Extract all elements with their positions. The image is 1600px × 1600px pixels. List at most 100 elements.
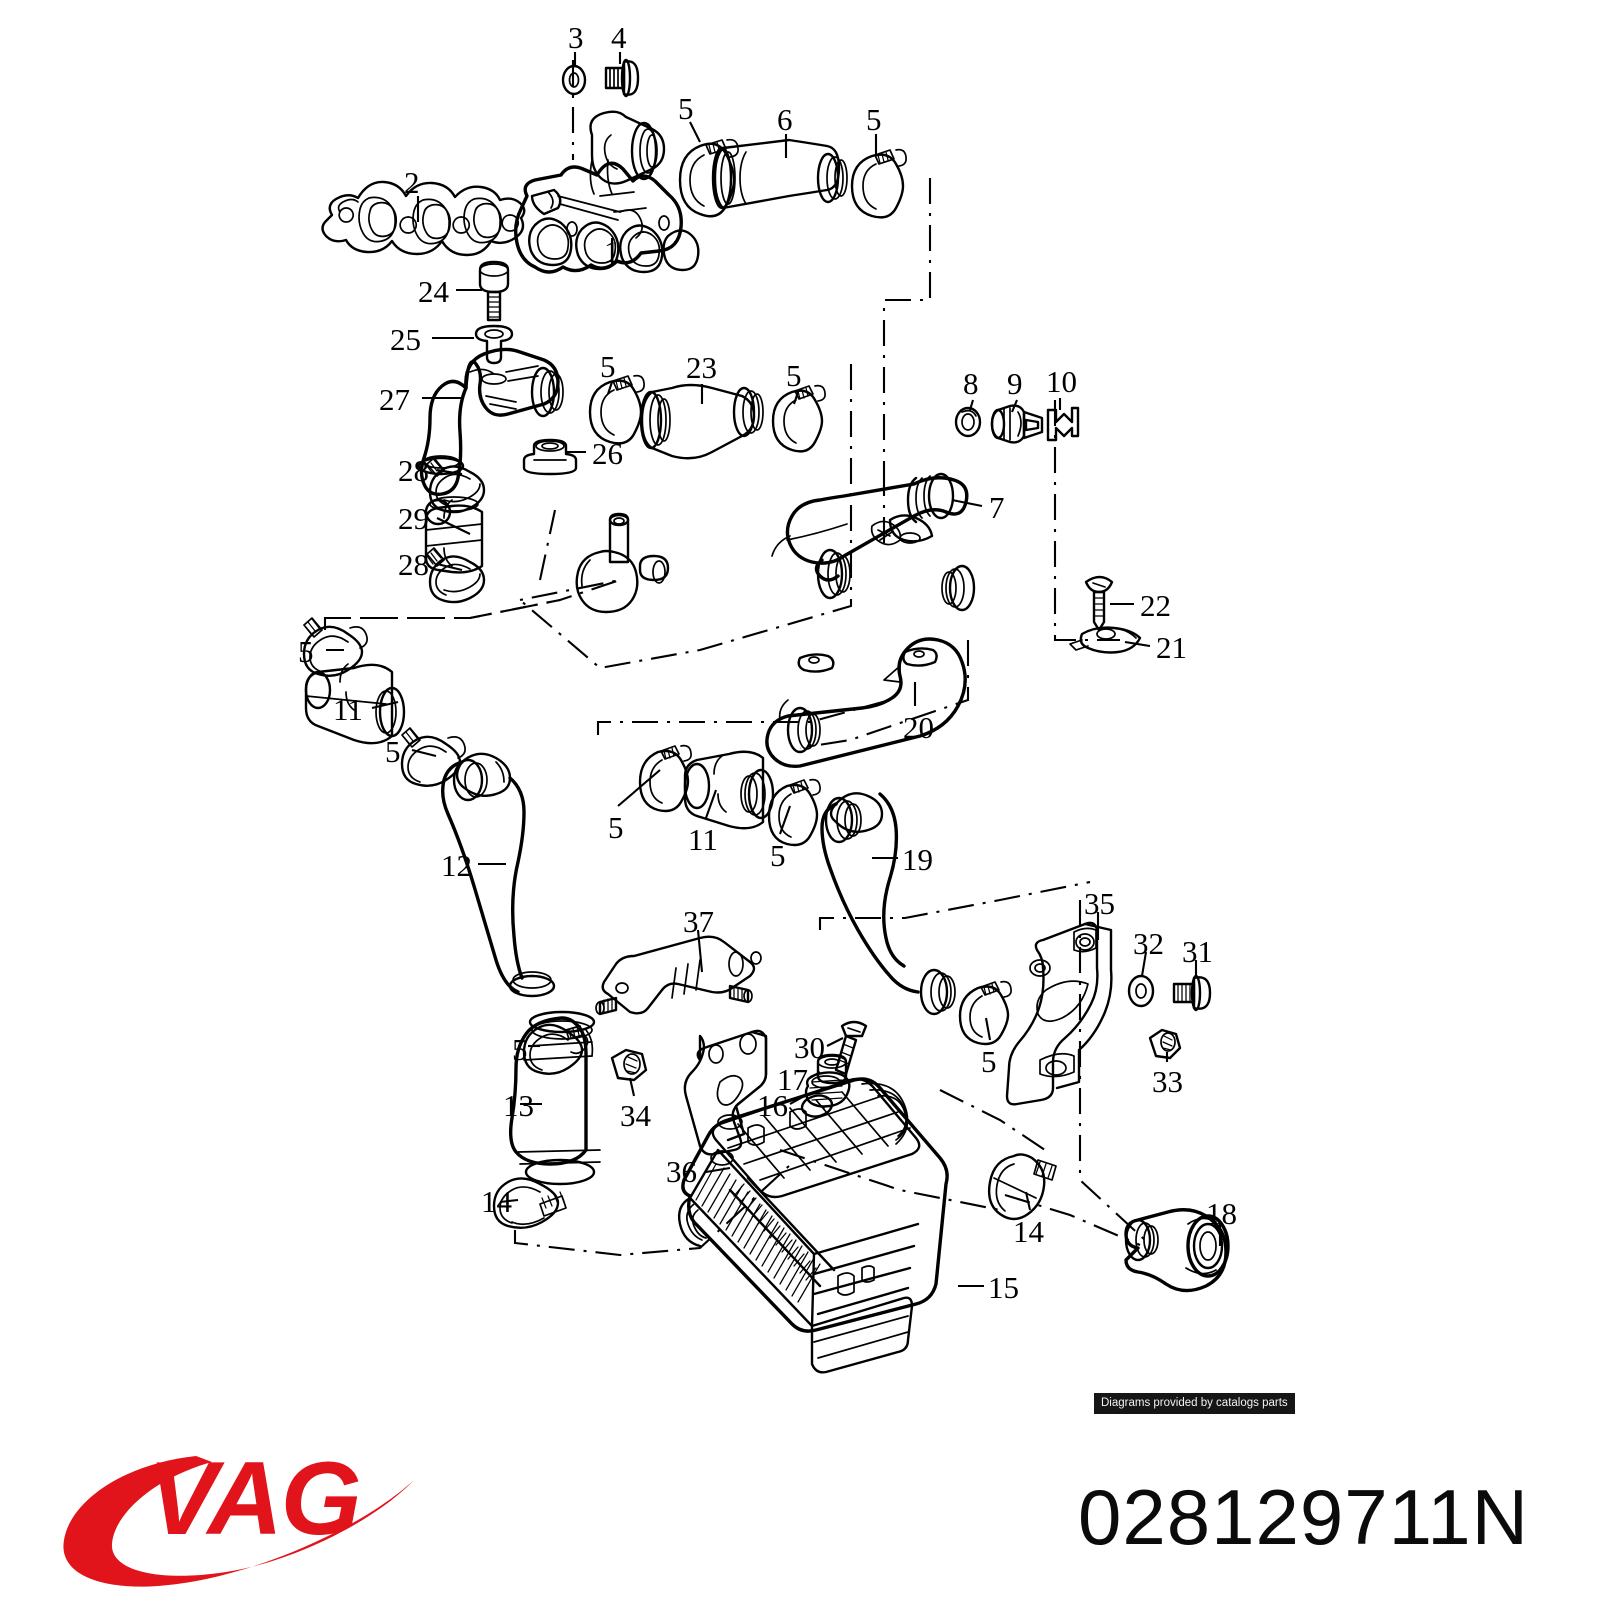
part-32-washer xyxy=(1127,974,1155,1008)
part-34-nut xyxy=(610,1048,648,1082)
callout-5e: 5 xyxy=(298,634,314,669)
callout-17: 17 xyxy=(777,1062,808,1097)
part-22-screw xyxy=(1084,575,1114,632)
callout-13: 13 xyxy=(503,1088,534,1123)
callout-37: 37 xyxy=(683,904,714,939)
callout-5g: 5 xyxy=(608,810,624,845)
part-35-mounting-bracket xyxy=(1005,921,1113,1106)
callout-5d: 5 xyxy=(786,358,802,393)
callout-1: 1 xyxy=(604,234,620,269)
callout-28b: 28 xyxy=(398,547,429,582)
part-5e-hose-clamp xyxy=(302,617,368,677)
callout-5a: 5 xyxy=(678,91,694,126)
callout-23: 23 xyxy=(686,350,717,385)
callout-18: 18 xyxy=(1206,1196,1237,1231)
part-30-bolt xyxy=(834,1020,868,1076)
callout-14a: 14 xyxy=(481,1184,512,1219)
callout-6: 6 xyxy=(777,102,793,137)
callout-7: 7 xyxy=(989,490,1005,525)
part-21-retaining-clip xyxy=(1069,626,1142,654)
callout-14b: 14 xyxy=(1013,1214,1044,1249)
part-5c-hose-clamp xyxy=(588,374,645,445)
tee-fitting-detail xyxy=(575,512,670,614)
part-2-manifold-gasket xyxy=(321,180,526,257)
part-31-bolt xyxy=(1172,974,1212,1012)
callout-5h: 5 xyxy=(770,838,786,873)
part-5h-hose-clamp xyxy=(767,778,821,847)
part-14b-hose-clamp xyxy=(987,1153,1057,1221)
callout-2: 2 xyxy=(404,165,420,200)
callout-16: 16 xyxy=(757,1088,788,1123)
callout-34: 34 xyxy=(620,1098,651,1133)
part-12-pressure-hose xyxy=(440,752,556,998)
part-5f-hose-clamp xyxy=(400,727,466,787)
callout-12: 12 xyxy=(441,848,472,883)
callout-30: 30 xyxy=(794,1030,825,1065)
assembly-guide-lines xyxy=(323,60,1146,1257)
callout-8: 8 xyxy=(963,366,979,401)
callout-22: 22 xyxy=(1140,588,1171,623)
part-33-nut xyxy=(1148,1028,1182,1060)
part-25-grommet xyxy=(474,324,514,365)
part-28b-hose-clamp xyxy=(426,547,486,604)
vag-wordmark: VAG xyxy=(148,1441,362,1557)
callout-29: 29 xyxy=(398,501,429,536)
part-36-bracket xyxy=(683,1029,768,1166)
part-19-pressure-hose xyxy=(820,792,956,1016)
callout-11b: 11 xyxy=(688,822,718,857)
callout-32: 32 xyxy=(1133,926,1164,961)
part-29-connecting-hose xyxy=(424,496,484,574)
part-7-pressure-pipe xyxy=(771,472,969,600)
part-5b-hose-clamp xyxy=(850,148,907,219)
part-number: 028129711N xyxy=(1078,1473,1529,1561)
callout-35: 35 xyxy=(1084,886,1115,921)
callout-5i: 5 xyxy=(981,1044,997,1079)
part-5d-hose-clamp xyxy=(771,384,826,453)
part-23-pressure-hose xyxy=(639,383,764,460)
callout-28a: 28 xyxy=(398,453,429,488)
callout-27: 27 xyxy=(379,382,410,417)
part-18-air-duct-elbow xyxy=(1124,1208,1230,1293)
part-11a-connecting-hose xyxy=(304,663,406,745)
footer-bar xyxy=(0,1430,1600,1600)
callout-11a: 11 xyxy=(333,692,363,727)
part-5i-hose-clamp xyxy=(958,980,1012,1046)
callout-24: 24 xyxy=(418,274,449,309)
catalog-watermark: Diagrams provided by catalogs parts xyxy=(1094,1393,1295,1414)
callout-21: 21 xyxy=(1156,630,1187,665)
callout-5j: 5 xyxy=(512,1032,528,1067)
part-13-air-duct xyxy=(508,1010,601,1186)
callout-9: 9 xyxy=(1007,366,1023,401)
part-14a-hose-clamp xyxy=(492,1177,567,1229)
part-27-connecting-pipe xyxy=(417,347,564,496)
callout-19: 19 xyxy=(902,842,933,877)
vag-logo-swoosh xyxy=(63,1456,414,1587)
part-37-bracket xyxy=(595,935,762,1016)
callout-26: 26 xyxy=(592,436,623,471)
part-6-pressure-hose xyxy=(711,138,848,210)
part-24-bolt xyxy=(478,260,510,322)
callout-25: 25 xyxy=(390,322,421,357)
part-11b-connecting-hose xyxy=(683,750,775,830)
callout-15: 15 xyxy=(988,1270,1019,1305)
callout-4: 4 xyxy=(611,20,627,55)
callout-31: 31 xyxy=(1182,934,1213,969)
callout-20: 20 xyxy=(903,710,934,745)
callout-10: 10 xyxy=(1046,364,1077,399)
part-9-temperature-sender xyxy=(990,404,1044,444)
part-15-intercooler xyxy=(677,1077,949,1374)
part-8-seal-ring xyxy=(954,406,982,438)
callout-33: 33 xyxy=(1152,1064,1183,1099)
part-4-bolt xyxy=(604,58,640,98)
callout-3: 3 xyxy=(568,20,584,55)
part-5g-hose-clamp xyxy=(638,744,692,813)
part-10-retaining-clip xyxy=(1046,406,1080,442)
part-26-seal-grommet xyxy=(522,438,578,476)
callout-5f: 5 xyxy=(385,734,401,769)
part-17-bushing xyxy=(816,1053,848,1085)
part-5a-hose-clamp xyxy=(678,138,739,218)
callout-5c: 5 xyxy=(600,349,616,384)
part-20-pressure-pipe xyxy=(765,564,976,769)
